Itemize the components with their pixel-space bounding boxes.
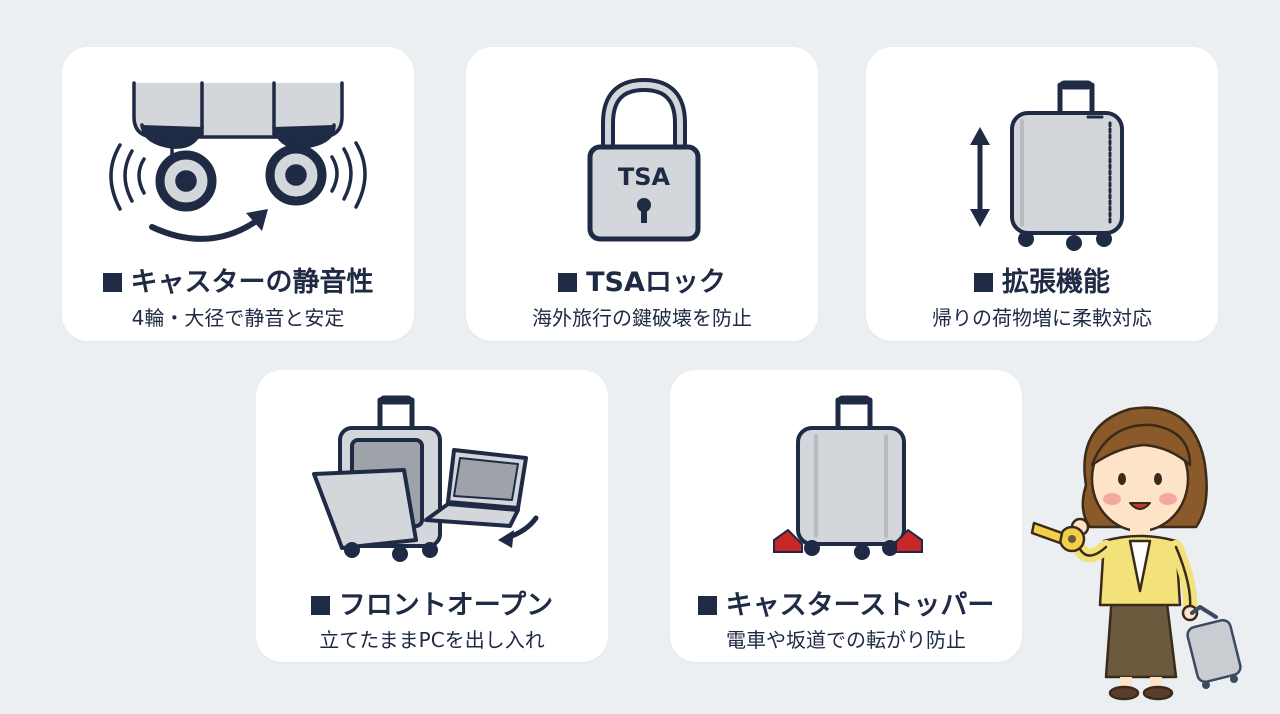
feature-title: キャスターストッパー [670,583,1022,622]
feature-title-text: キャスターの静音性 [130,267,374,298]
feature-subtitle: 4輪・大径で静音と安定 [131,306,345,330]
bullet-square [974,273,993,292]
tsa-lock-icon: TSA [587,78,701,242]
bullet-square [697,596,717,615]
feature-subtitle: 立てたままPCを出し入れ [319,628,545,652]
feature-title-text: 拡張機能 [1002,267,1110,298]
feature-title: TSAロック [466,260,818,299]
feature-title: フロントオープン [256,583,608,622]
bullet-square [102,273,122,292]
feature-title-text: TSAロック [586,267,726,298]
front-open-suitcase-icon [312,395,539,562]
feature-card-front-open: フロントオープン 立てたままPCを出し入れ [256,370,608,662]
bullet-square [310,596,330,615]
feature-title: キャスターの静音性 [62,260,414,299]
feature-subtitle: 電車や坂道での転がり防止 [726,628,966,652]
feature-subtitle: 海外旅行の鍵破壊を防止 [532,306,752,330]
caster-stopper-icon [773,395,923,560]
feature-card-caster-stopper: キャスターストッパー 電車や坂道での転がり防止 [670,370,1022,662]
caster-wheels-icon [109,81,367,242]
bullet-square [558,273,578,292]
feature-card-expandable: 拡張機能 帰りの荷物増に柔軟対応 [866,47,1218,341]
feature-title-text: フロントオープン [338,590,554,621]
tsa-lock-label: TSA [618,163,671,191]
expandable-suitcase-icon [970,80,1124,251]
feature-title-text: キャスターストッパー [725,590,995,621]
feature-title: 拡張機能 [866,260,1218,299]
feature-card-tsa-lock: TSA TSAロック 海外旅行の鍵破壊を防止 [466,47,818,341]
feature-subtitle: 帰りの荷物増に柔軟対応 [932,306,1152,330]
woman-with-suitcase-illustration [1030,406,1242,701]
feature-card-caster-silence: キャスターの静音性 4輪・大径で静音と安定 [62,47,414,341]
